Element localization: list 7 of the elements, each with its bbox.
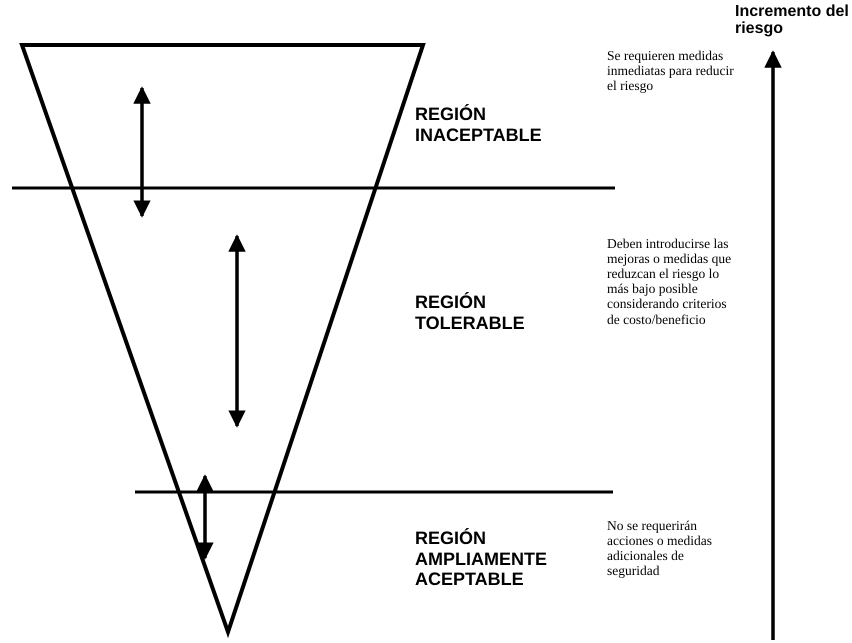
axis-title: Incremento del riesgo [735, 4, 850, 38]
region-label: REGIÓN TOLERABLE [415, 292, 526, 334]
description-text: No se requerirán acciones o medidas adicionales de seguridad [607, 518, 713, 578]
region-label: REGIÓN AMPLIAMENTE ACEPTABLE [415, 528, 548, 590]
region-label: REGIÓN INACEPTABLE [415, 104, 543, 146]
description-text: Se requieren medidas inmediatas para reducir el riesgo [607, 48, 735, 94]
description-text: Deben introducirse las mejoras o medidas que reduzcan el riesgo lo más bajo posible considerando criterios de costo/beneficio [607, 236, 732, 327]
